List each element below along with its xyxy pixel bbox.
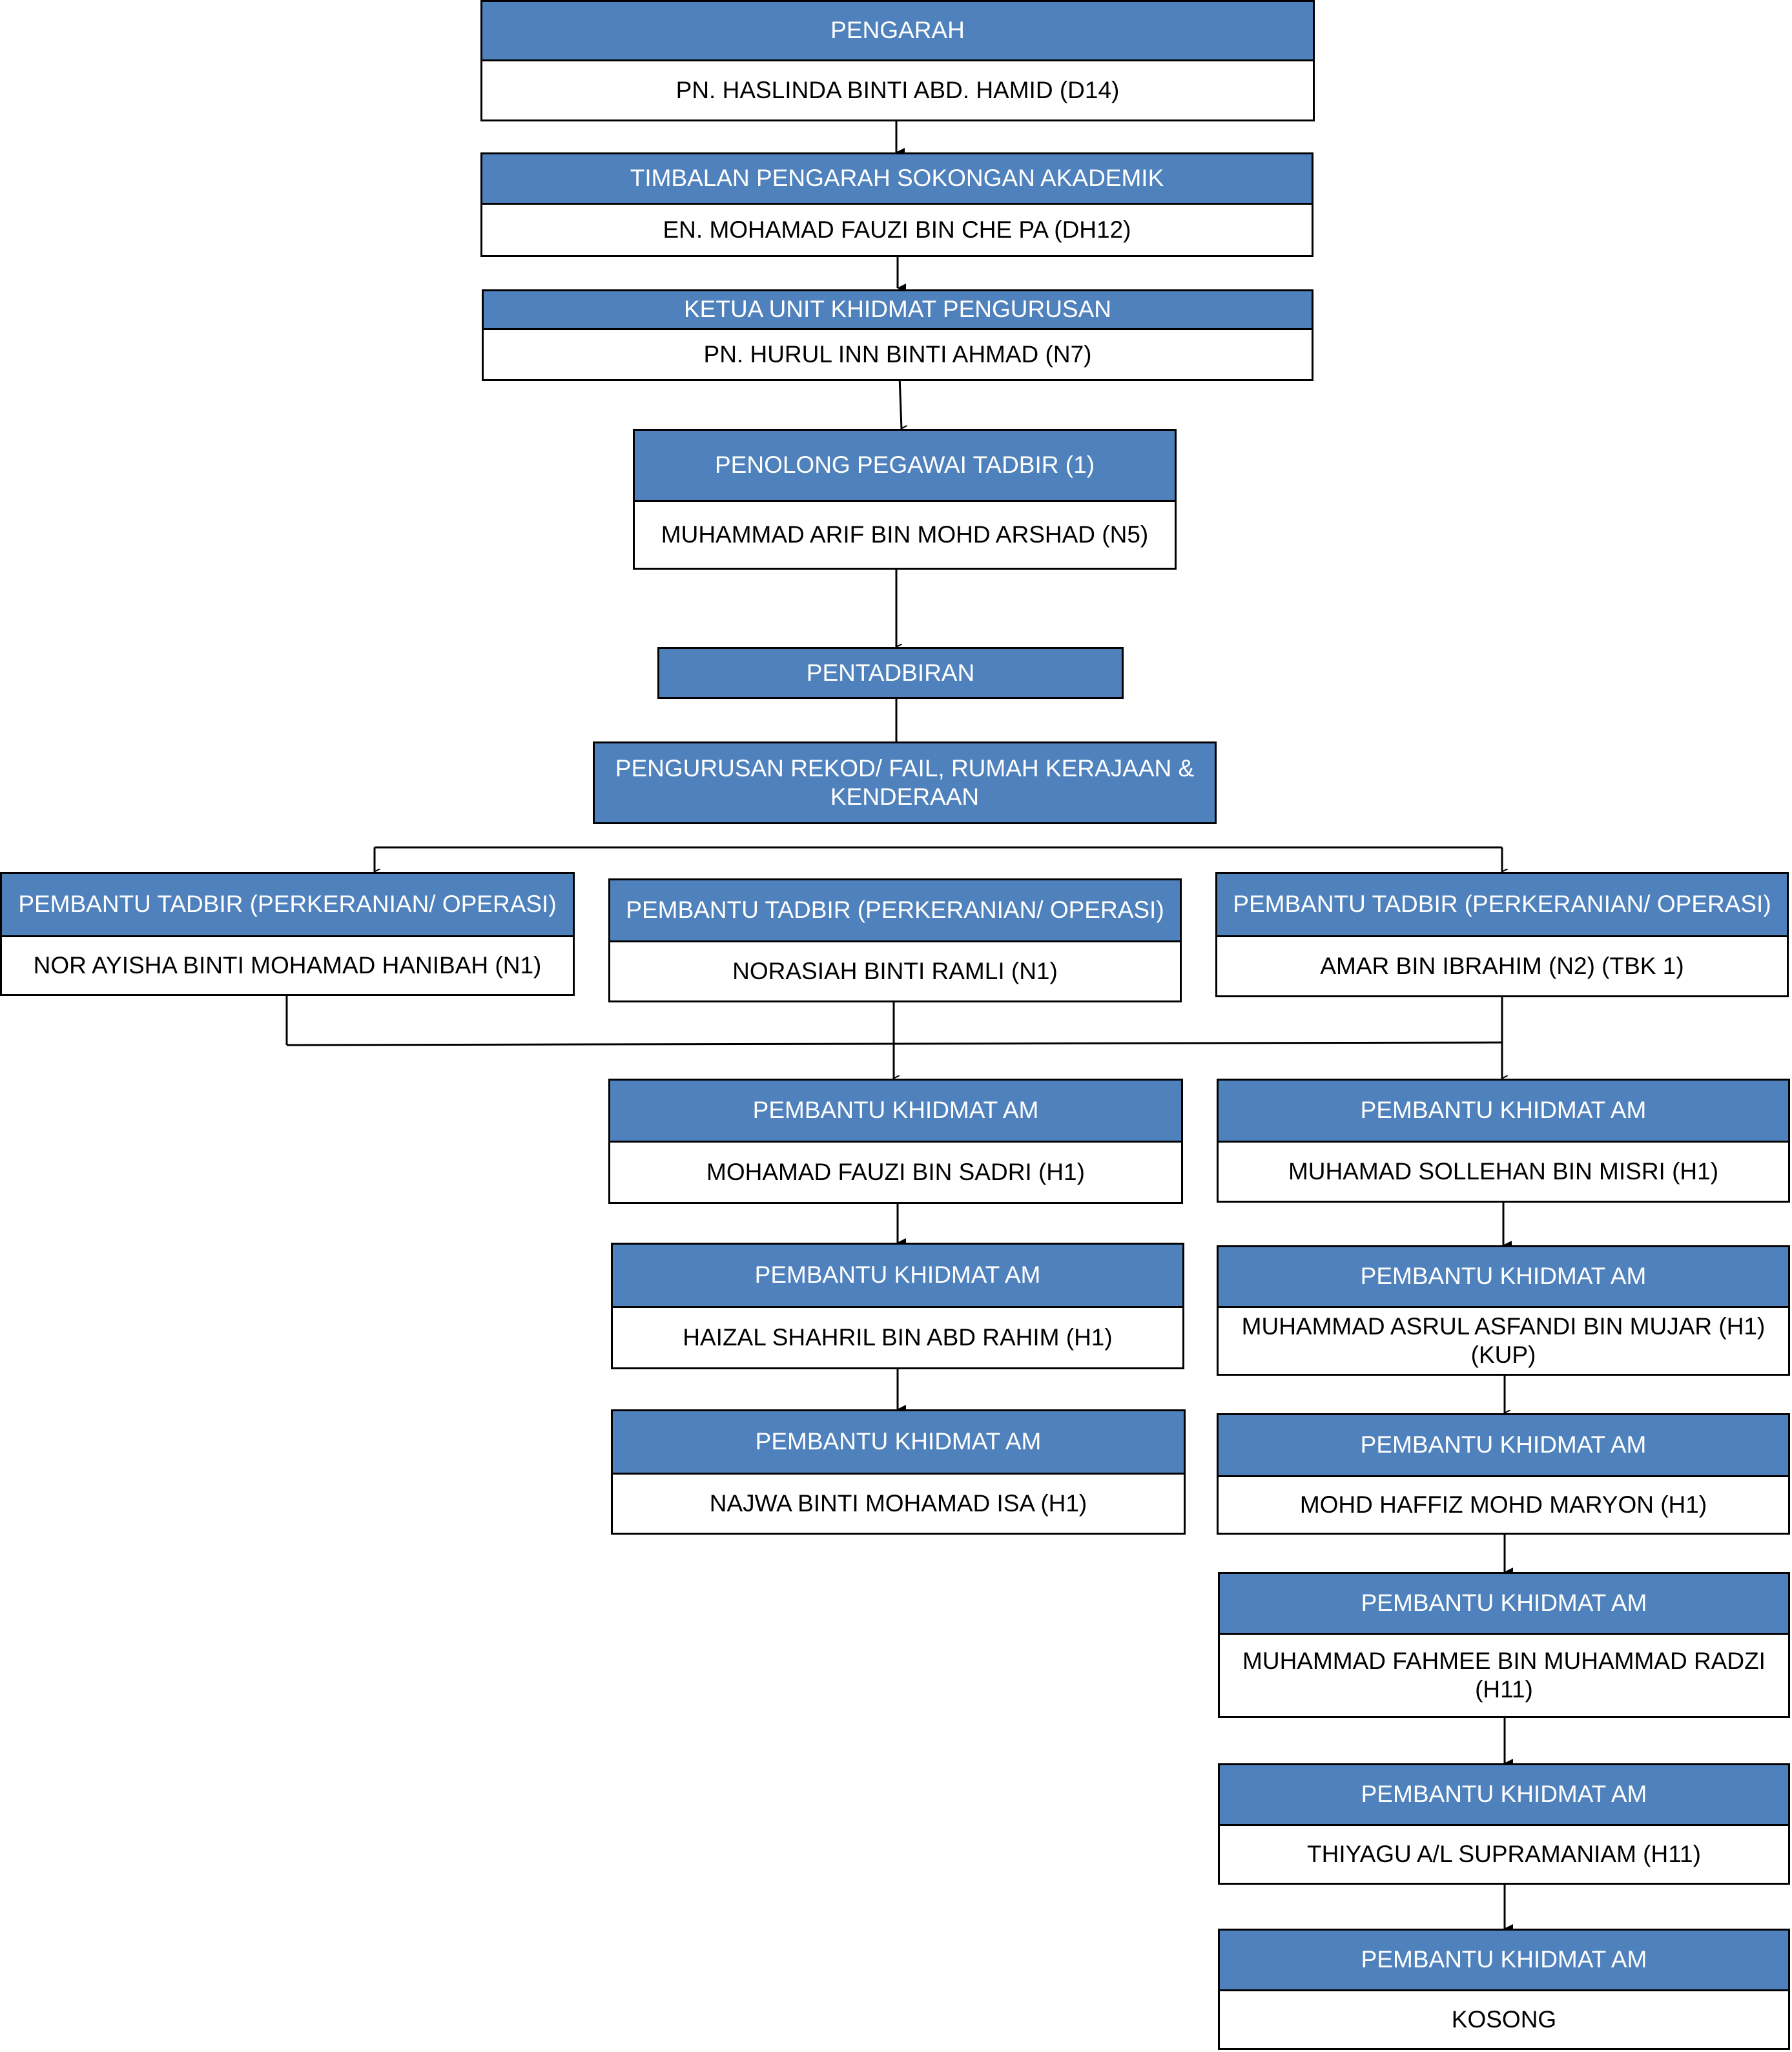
node-pka-r5: PEMBANTU KHIDMAT AM THIYAGU A/L SUPRAMAN… — [1218, 1763, 1790, 1885]
node-pka-r6: PEMBANTU KHIDMAT AM KOSONG — [1218, 1929, 1790, 2050]
node-ketua-title: KETUA UNIT KHIDMAT PENGURUSAN — [484, 291, 1312, 330]
node-pka-m2-name: HAIZAL SHAHRIL BIN ABD RAHIM (H1) — [683, 1323, 1113, 1351]
node-pka-r1-name: MUHAMAD SOLLEHAN BIN MISRI (H1) — [1288, 1157, 1719, 1185]
node-pka-r6-title: PEMBANTU KHIDMAT AM — [1220, 1931, 1788, 1991]
node-pka-m3: PEMBANTU KHIDMAT AM NAJWA BINTI MOHAMAD … — [611, 1409, 1186, 1535]
node-timbalan-title: TIMBALAN PENGARAH SOKONGAN AKADEMIK — [482, 154, 1312, 205]
node-ketua-name: PN. HURUL INN BINTI AHMAD (N7) — [703, 340, 1092, 368]
node-pka-r4-title: PEMBANTU KHIDMAT AM — [1220, 1574, 1788, 1635]
node-pt-left-name: NOR AYISHA BINTI MOHAMAD HANIBAH (N1) — [33, 951, 542, 979]
node-pentadbiran: PENTADBIRAN — [657, 647, 1124, 699]
node-pka-m3-title: PEMBANTU KHIDMAT AM — [613, 1411, 1184, 1475]
connector-ketua-ppt — [898, 375, 901, 429]
node-pt-left: PEMBANTU TADBIR (PERKERANIAN/ OPERASI) N… — [0, 872, 575, 996]
node-ppt-title: PENOLONG PEGAWAI TADBIR (1) — [635, 431, 1175, 502]
node-pka-r2: PEMBANTU KHIDMAT AM MUHAMMAD ASRUL ASFAN… — [1217, 1245, 1790, 1376]
node-pka-m3-name: NAJWA BINTI MOHAMAD ISA (H1) — [709, 1489, 1087, 1517]
node-pengurusan: PENGURUSAN REKOD/ FAIL, RUMAH KERAJAAN &… — [593, 741, 1217, 824]
node-pka-r4: PEMBANTU KHIDMAT AM MUHAMMAD FAHMEE BIN … — [1218, 1572, 1790, 1718]
node-pka-m1-name: MOHAMAD FAUZI BIN SADRI (H1) — [706, 1158, 1085, 1185]
node-timbalan: TIMBALAN PENGARAH SOKONGAN AKADEMIK EN. … — [480, 152, 1313, 257]
node-timbalan-name: EN. MOHAMAD FAUZI BIN CHE PA (DH12) — [663, 216, 1131, 243]
node-pka-r4-name: MUHAMMAD FAHMEE BIN MUHAMMAD RADZI (H11) — [1242, 1647, 1766, 1703]
node-pka-r1: PEMBANTU KHIDMAT AM MUHAMAD SOLLEHAN BIN… — [1217, 1079, 1790, 1203]
node-pengarah-title: PENGARAH — [482, 2, 1313, 61]
node-pt-right-name: AMAR BIN IBRAHIM (N2) (TBK 1) — [1320, 952, 1684, 979]
node-pka-r1-title: PEMBANTU KHIDMAT AM — [1219, 1081, 1788, 1143]
node-pt-mid-name: NORASIAH BINTI RAMLI (N1) — [732, 957, 1058, 984]
node-pka-r3-name: MOHD HAFFIZ MOHD MARYON (H1) — [1299, 1491, 1707, 1518]
node-ppt-name: MUHAMMAD ARIF BIN MOHD ARSHAD (N5) — [661, 521, 1149, 548]
node-pt-left-title: PEMBANTU TADBIR (PERKERANIAN/ OPERASI) — [2, 874, 573, 937]
node-pka-r3-title: PEMBANTU KHIDMAT AM — [1219, 1415, 1788, 1477]
node-pka-m2-title: PEMBANTU KHIDMAT AM — [613, 1245, 1182, 1308]
node-pt-mid-title: PEMBANTU TADBIR (PERKERANIAN/ OPERASI) — [610, 880, 1180, 942]
node-pka-r3: PEMBANTU KHIDMAT AM MOHD HAFFIZ MOHD MAR… — [1217, 1413, 1790, 1535]
node-pka-m2: PEMBANTU KHIDMAT AM HAIZAL SHAHRIL BIN A… — [611, 1243, 1184, 1369]
node-pt-mid: PEMBANTU TADBIR (PERKERANIAN/ OPERASI) N… — [608, 878, 1182, 1002]
node-pengarah-name: PN. HASLINDA BINTI ABD. HAMID (D14) — [675, 76, 1120, 103]
node-ppt: PENOLONG PEGAWAI TADBIR (1) MUHAMMAD ARI… — [633, 429, 1177, 570]
node-pengarah: PENGARAH PN. HASLINDA BINTI ABD. HAMID (… — [480, 0, 1315, 121]
node-pt-right: PEMBANTU TADBIR (PERKERANIAN/ OPERASI) A… — [1215, 872, 1789, 997]
node-ketua: KETUA UNIT KHIDMAT PENGURUSAN PN. HURUL … — [482, 289, 1313, 381]
node-pka-r2-name: MUHAMMAD ASRUL ASFANDI BIN MUJAR (H1) (K… — [1241, 1312, 1766, 1368]
node-pt-right-title: PEMBANTU TADBIR (PERKERANIAN/ OPERASI) — [1217, 874, 1787, 937]
node-pka-r6-name: KOSONG — [1451, 2005, 1557, 2033]
node-pka-m1: PEMBANTU KHIDMAT AM MOHAMAD FAUZI BIN SA… — [608, 1079, 1183, 1204]
node-pka-r5-title: PEMBANTU KHIDMAT AM — [1220, 1765, 1788, 1826]
node-pka-m1-title: PEMBANTU KHIDMAT AM — [610, 1081, 1181, 1143]
node-pka-r2-title: PEMBANTU KHIDMAT AM — [1219, 1247, 1788, 1308]
node-pka-r5-name: THIYAGU A/L SUPRAMANIAM (H11) — [1307, 1840, 1701, 1867]
